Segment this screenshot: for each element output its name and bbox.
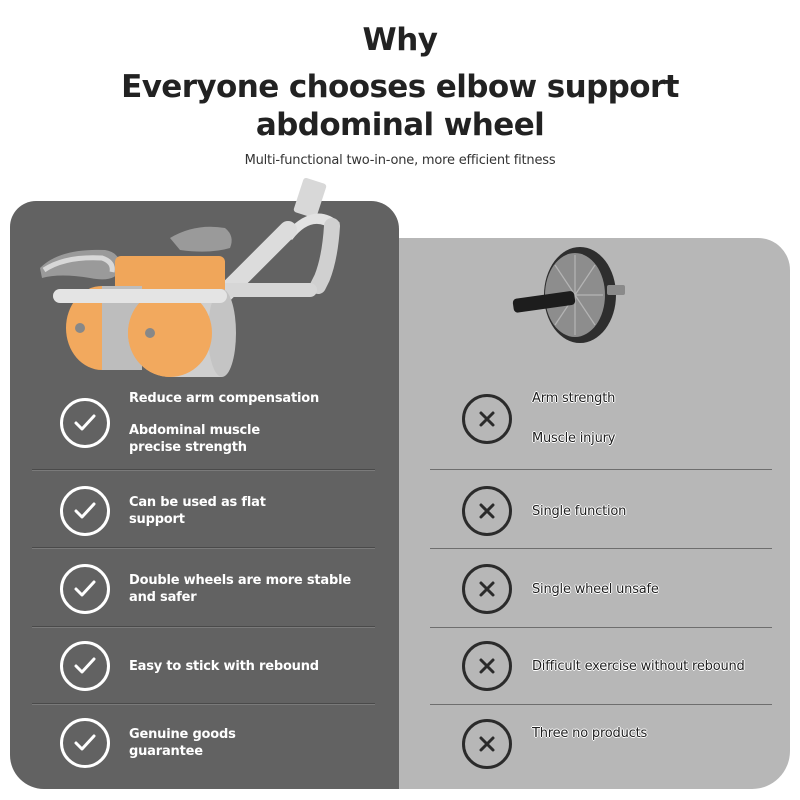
divider bbox=[32, 547, 375, 549]
benefit-text: Double wheels are more stable bbox=[129, 573, 351, 588]
benefit-text: Genuine goods bbox=[129, 727, 236, 742]
subtitle: Multi-functional two-in-one, more effici… bbox=[244, 153, 556, 168]
divider bbox=[430, 704, 772, 705]
drawback-row: Single function bbox=[462, 486, 782, 536]
benefit-text: guarantee bbox=[129, 744, 203, 759]
x-circle-icon bbox=[462, 719, 512, 769]
benefit-text: Reduce arm compensation bbox=[129, 391, 320, 406]
check-circle-icon bbox=[60, 641, 110, 691]
benefit-text: precise strength bbox=[129, 440, 247, 455]
benefit-text: Can be used as flat bbox=[129, 495, 266, 510]
benefit-text: and safer bbox=[129, 590, 197, 605]
drawback-text: Arm strength bbox=[532, 391, 616, 406]
check-circle-icon bbox=[60, 718, 110, 768]
x-circle-icon bbox=[462, 486, 512, 536]
check-circle-icon bbox=[60, 398, 110, 448]
benefit-row: Double wheels are more stable and safer bbox=[60, 564, 380, 614]
title-line-1: Everyone chooses elbow support bbox=[121, 69, 679, 105]
header-why: Why bbox=[362, 22, 438, 58]
divider bbox=[32, 626, 375, 628]
benefit-row: Reduce arm compensation Abdominal muscle… bbox=[60, 390, 380, 456]
benefit-text: Abdominal muscle bbox=[129, 423, 260, 438]
single-ab-wheel-image bbox=[512, 247, 625, 343]
elbow-support-roller-image bbox=[40, 178, 340, 377]
divider bbox=[32, 469, 375, 471]
drawback-row: Difficult exercise without rebound bbox=[462, 641, 782, 691]
check-circle-icon bbox=[60, 564, 110, 614]
title-line-2: abdominal wheel bbox=[255, 107, 545, 143]
drawback-text: Muscle injury bbox=[532, 431, 616, 446]
drawback-text: Three no products bbox=[532, 725, 648, 741]
drawback-row: Single wheel unsafe bbox=[462, 564, 782, 614]
drawback-row: Three no products bbox=[462, 719, 782, 769]
divider bbox=[32, 703, 375, 705]
benefit-row: Easy to stick with rebound bbox=[60, 641, 380, 691]
divider bbox=[430, 469, 772, 470]
benefit-row: Can be used as flat support bbox=[60, 486, 380, 536]
divider bbox=[430, 627, 772, 628]
drawback-text: Difficult exercise without rebound bbox=[532, 658, 745, 674]
page-title: Everyone chooses elbow support abdominal… bbox=[0, 68, 800, 144]
benefit-text: Easy to stick with rebound bbox=[129, 658, 319, 674]
benefit-text: support bbox=[129, 512, 185, 527]
x-circle-icon bbox=[462, 393, 512, 444]
x-circle-icon bbox=[462, 641, 512, 691]
drawback-text: Single function bbox=[532, 503, 627, 519]
x-circle-icon bbox=[462, 564, 512, 614]
benefit-row: Genuine goods guarantee bbox=[60, 718, 380, 768]
divider bbox=[430, 548, 772, 549]
drawback-row: Arm strength Muscle injury bbox=[462, 390, 782, 447]
check-circle-icon bbox=[60, 486, 110, 536]
drawback-text: Single wheel unsafe bbox=[532, 581, 659, 597]
